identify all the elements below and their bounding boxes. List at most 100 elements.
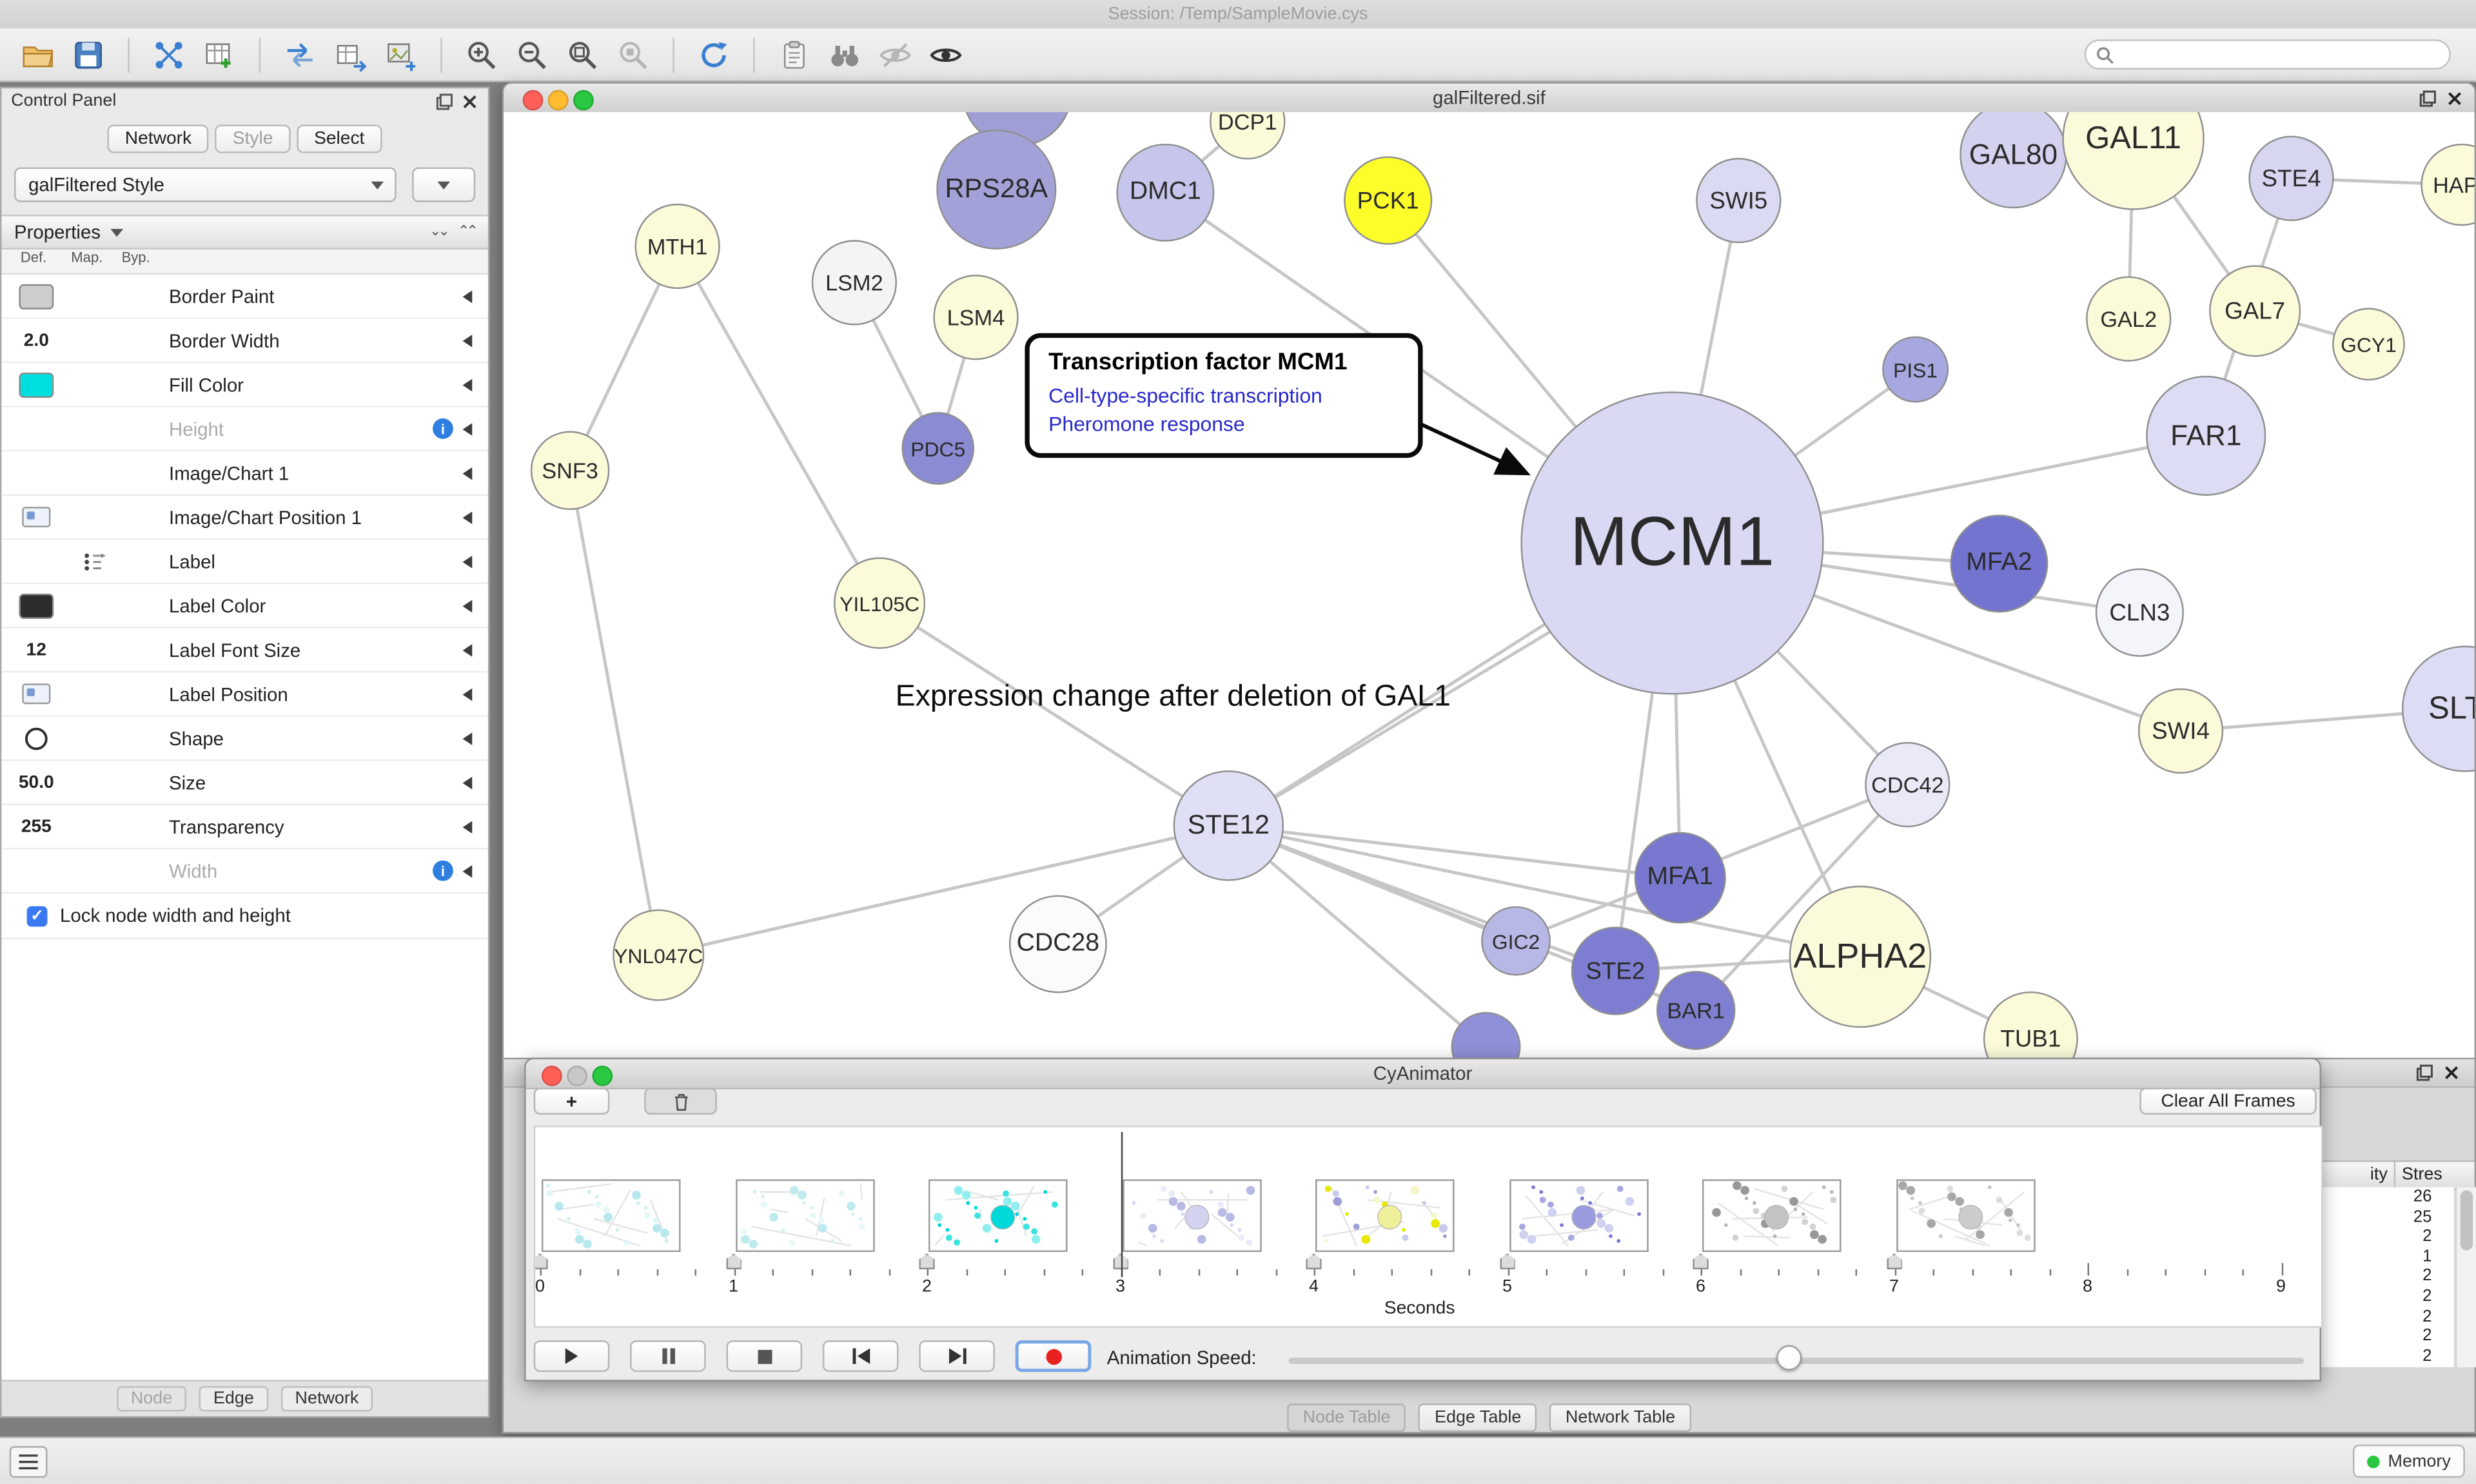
tab-network[interactable]: Network [107, 124, 210, 153]
network-node-STE12[interactable]: STE12 [1173, 770, 1284, 881]
info-icon[interactable]: i [433, 418, 453, 439]
default-value[interactable]: 255 [21, 817, 52, 836]
import-network-button[interactable] [148, 34, 190, 75]
edge-CDC42-BAR1[interactable] [1695, 783, 1909, 1012]
table-cell-value[interactable]: 2 [2422, 1306, 2432, 1326]
edge-SNF3-YNL047C[interactable] [568, 470, 660, 956]
lock-size-checkbox[interactable]: ✓ [26, 905, 48, 926]
frame-thumbnail-7[interactable] [1702, 1179, 1842, 1253]
minimize-traffic-light[interactable] [547, 89, 569, 110]
edge-STE12-UNK1[interactable] [1227, 824, 1488, 1048]
network-node-LSM4[interactable]: LSM4 [933, 275, 1019, 360]
memory-button[interactable]: Memory [2353, 1444, 2465, 1478]
network-node-SNF3[interactable]: SNF3 [530, 431, 610, 511]
expand-arrow-icon[interactable] [462, 820, 473, 833]
edge-MTH1-YIL105C[interactable] [676, 245, 881, 604]
table-cell-value[interactable]: 1 [2422, 1247, 2432, 1266]
close-panel-icon[interactable] [2443, 1064, 2461, 1082]
property-row-label-position[interactable]: Label Position [1, 672, 488, 717]
column-header-centrality[interactable]: ity [2320, 1162, 2396, 1189]
network-canvas[interactable]: RPS28BDCP1DMC1RPS28APCK1SWI5GAL80GAL11ST… [504, 112, 2475, 1063]
network-node-UNK1[interactable] [1451, 1011, 1521, 1063]
edge-YNL047C-STE12[interactable] [658, 824, 1229, 957]
network-node-MCM1[interactable]: MCM1 [1520, 391, 1824, 695]
network-node-SWI5[interactable]: SWI5 [1696, 157, 1782, 244]
network-node-CDC28[interactable]: CDC28 [1008, 895, 1107, 993]
minimize-traffic-light[interactable] [567, 1064, 588, 1086]
table-cell-value[interactable]: 25 [2413, 1207, 2432, 1226]
bottom-tab-node[interactable]: Node [116, 1386, 187, 1412]
property-row-border-paint[interactable]: Border Paint [1, 275, 488, 319]
keyframe-handle-1[interactable] [535, 1253, 548, 1269]
network-node-MFA1[interactable]: MFA1 [1634, 832, 1726, 924]
zoom-traffic-light[interactable] [592, 1064, 613, 1086]
tab-select[interactable]: Select [297, 124, 382, 153]
property-row-image-chart-position-1[interactable]: Image/Chart Position 1 [1, 495, 488, 540]
close-traffic-light[interactable] [522, 89, 544, 110]
default-value[interactable]: 50.0 [18, 772, 54, 792]
speed-slider-handle[interactable] [1776, 1345, 1802, 1371]
ellipse-shape-icon[interactable] [24, 725, 49, 750]
log-console-button[interactable] [9, 1446, 48, 1478]
network-node-SLT2[interactable]: SLT2 [2401, 645, 2475, 772]
table-cell-value[interactable]: 2 [2422, 1267, 2432, 1286]
edge-YIL105C-STE12[interactable] [878, 601, 1230, 827]
expand-arrow-icon[interactable] [462, 554, 473, 568]
network-node-GIC2[interactable]: GIC2 [1481, 906, 1551, 976]
frame-thumbnail-2[interactable] [735, 1179, 874, 1253]
zoom-traffic-light[interactable] [573, 89, 594, 110]
default-value-swatch[interactable] [19, 283, 54, 309]
zoom-out-button[interactable] [511, 34, 553, 75]
network-node-PCK1[interactable]: PCK1 [1344, 156, 1433, 245]
table-cell-value[interactable]: 2 [2422, 1326, 2432, 1345]
property-row-shape[interactable]: Shape [1, 716, 488, 761]
property-row-label[interactable]: Label [1, 540, 488, 585]
position-icon[interactable] [22, 507, 51, 527]
zoom-in-button[interactable] [461, 34, 502, 75]
network-node-STE2[interactable]: STE2 [1571, 926, 1660, 1015]
tab-edge-table[interactable]: Edge Table [1419, 1403, 1537, 1432]
table-cell-value[interactable]: 2 [2422, 1227, 2432, 1246]
next-frame-button[interactable] [919, 1340, 995, 1372]
table-scrollbar[interactable] [2455, 1187, 2476, 1367]
default-value-swatch[interactable] [19, 371, 54, 397]
tab-style[interactable]: Style [215, 124, 291, 153]
play-button[interactable] [533, 1340, 610, 1372]
keyframe-handle-7[interactable] [1693, 1253, 1709, 1269]
network-node-SWI4[interactable]: SWI4 [2137, 688, 2224, 774]
clear-all-frames-button[interactable]: Clear All Frames [2139, 1088, 2317, 1115]
expand-arrow-icon[interactable] [462, 864, 473, 877]
network-node-GAL7[interactable]: GAL7 [2209, 265, 2301, 357]
network-node-ALPHA2[interactable]: ALPHA2 [1789, 885, 1932, 1028]
float-window-icon[interactable] [2419, 90, 2437, 108]
frame-thumbnail-3[interactable] [928, 1179, 1068, 1253]
tab-network-table[interactable]: Network Table [1549, 1403, 1691, 1432]
expand-arrow-icon[interactable] [462, 643, 473, 656]
keyframe-handle-3[interactable] [919, 1253, 935, 1269]
info-icon[interactable]: i [433, 860, 453, 881]
default-value[interactable]: 2.0 [23, 331, 49, 350]
network-node-BAR1[interactable]: BAR1 [1656, 971, 1736, 1050]
export-network-button[interactable] [279, 34, 320, 75]
cyanimator-titlebar[interactable]: CyAnimator [526, 1059, 2320, 1089]
properties-header[interactable]: Properties ⌄⌄ ⌃⌃ [1, 215, 488, 249]
property-row-fill-color[interactable]: Fill Color [1, 363, 488, 407]
keyframe-handle-5[interactable] [1306, 1253, 1322, 1269]
frame-thumbnail-4[interactable] [1122, 1179, 1261, 1253]
edge-STE12-ALPHA2[interactable] [1228, 824, 1861, 959]
frame-thumbnail-8[interactable] [1896, 1179, 2035, 1253]
expand-arrow-icon[interactable] [462, 466, 473, 480]
style-selector-dropdown[interactable]: galFiltered Style [14, 167, 397, 202]
property-row-image-chart-1[interactable]: Image/Chart 1 [1, 451, 488, 496]
stop-button[interactable] [726, 1340, 803, 1372]
keyframe-handle-2[interactable] [725, 1253, 742, 1269]
network-node-GCY1[interactable]: GCY1 [2332, 308, 2405, 381]
table-cell-value[interactable]: 2 [2422, 1346, 2432, 1365]
canvas-annotation-text[interactable]: Expression change after deletion of GAL1 [895, 680, 1451, 714]
scrollbar-thumb[interactable] [2460, 1190, 2473, 1251]
network-node-GAL80[interactable]: GAL80 [1960, 112, 2067, 209]
